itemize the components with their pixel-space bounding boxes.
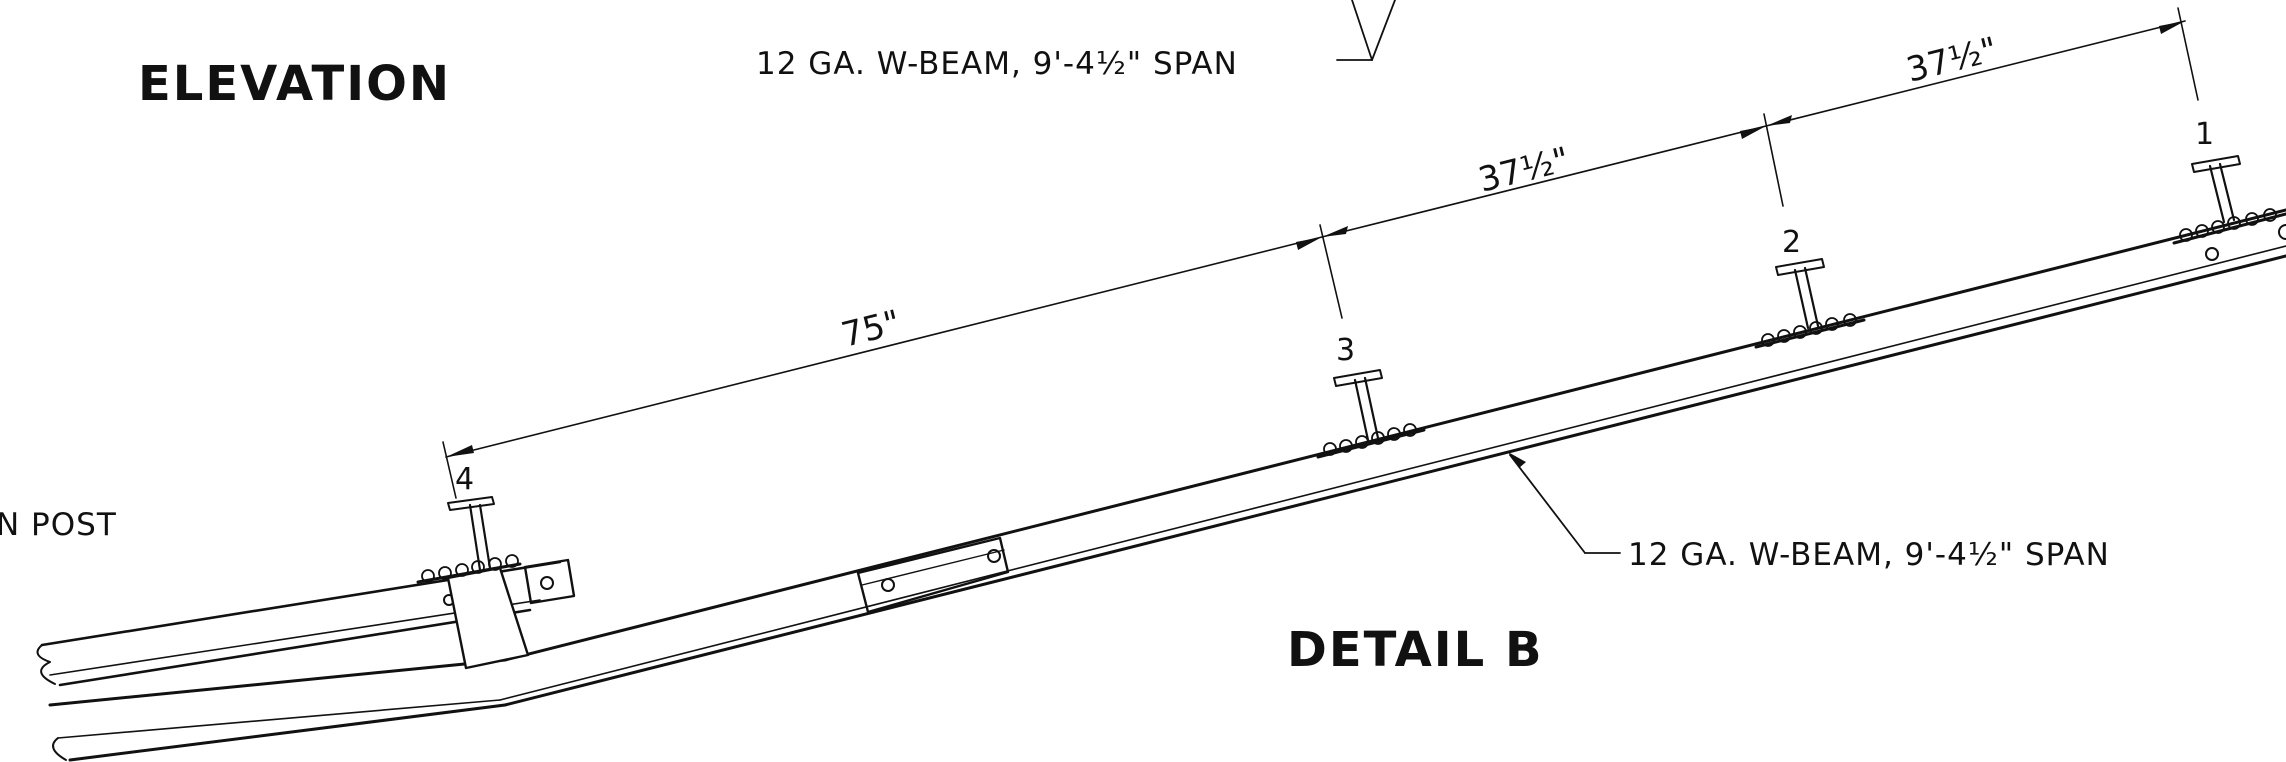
dimension-37-half-b: 37½": [1903, 30, 2002, 91]
dimension-line: [442, 7, 2199, 499]
bolt-group-1: [2172, 208, 2286, 245]
post-number-4: 4: [455, 462, 474, 497]
post-2: [1754, 258, 1866, 349]
splice-plate: [856, 536, 1010, 614]
beam-note-top: 12 GA. W-BEAM, 9'-4½" SPAN: [756, 46, 1238, 82]
dimension-37-half-a: 37½": [1475, 140, 1574, 201]
post-number-2: 2: [1782, 225, 1801, 260]
leader-bottom: [1509, 454, 1621, 554]
main-w-beam: [48, 208, 2286, 762]
dimension-arrows: [446, 21, 2185, 457]
bolt-group-3: [1316, 423, 1426, 459]
post-4: [416, 496, 530, 670]
post-3: [1316, 369, 1426, 459]
post-number-3: 3: [1336, 333, 1355, 368]
dimension-75: 75": [838, 303, 905, 356]
post-note-partial: N POST: [0, 507, 117, 543]
bolt-group-2: [1754, 313, 1866, 349]
detail-b-title: DETAIL B: [1287, 622, 1544, 678]
leader-top: [1336, 0, 1396, 61]
bolt-group-4: [416, 554, 522, 584]
elevation-title: ELEVATION: [138, 56, 451, 112]
beam-note-bottom: 12 GA. W-BEAM, 9'-4½" SPAN: [1628, 537, 2110, 573]
post-number-1: 1: [2195, 117, 2214, 152]
post-1: [2172, 155, 2286, 261]
leader-bottom-arrow: [1508, 452, 1526, 468]
